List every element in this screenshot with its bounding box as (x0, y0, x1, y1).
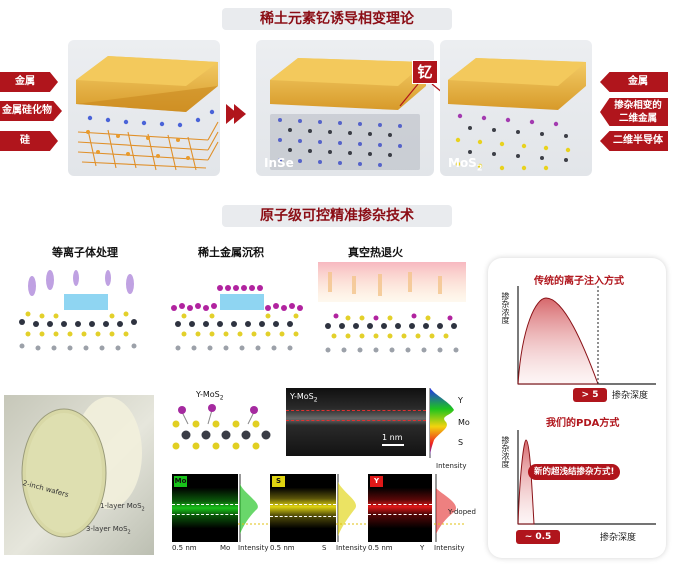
scale-bar (382, 444, 404, 446)
metal-deposition-illustration (171, 285, 303, 351)
traditional-graph-title: 传统的离子注入方式 (534, 276, 624, 287)
tag-2d-semiconductor: 二维半导体 (600, 131, 668, 151)
eds-marker-mo-top (172, 504, 238, 505)
panel-silicide (68, 40, 220, 176)
profile-label-s: S (458, 438, 464, 447)
pda-y-label: 掺杂浓度 (501, 436, 510, 468)
eds-scale-y: 0.5 nm (368, 544, 393, 552)
y-mos2-atomic-model (172, 404, 271, 450)
step-anneal-title: 真空热退火 (348, 246, 403, 259)
eds-profile-s (336, 474, 366, 542)
y-layer-marker (286, 410, 426, 411)
technique-banner: 原子级可控精准掺杂技术 (222, 205, 452, 227)
panel-inse: InSe (256, 40, 434, 176)
tag-metal-right: 金属 (600, 72, 668, 92)
arrow-right-icon (226, 104, 246, 124)
eds-profile-label-s: S (322, 544, 327, 552)
stem-intensity-axis: Intensity (436, 462, 467, 470)
theory-banner: 稀土元素钇诱导相变理论 (222, 8, 452, 30)
pda-depth-badge: ~ 0.5 nm (516, 530, 560, 556)
eds-marker-y-top (368, 504, 432, 505)
eds-badge-s: S (272, 476, 285, 487)
tag-metal-left: 金属 (0, 72, 58, 92)
pda-note-badge: 新的超浅结掺杂方式! (528, 464, 621, 480)
inse-lattice-illustration (270, 58, 426, 170)
profile-label-mo: Mo (458, 418, 470, 427)
eds-marker-y-bottom (368, 514, 432, 515)
eds-badge-mo: Mo (174, 476, 187, 487)
stem-image-label: Y-MoS2 (290, 392, 318, 404)
eds-profile-mo (238, 474, 268, 542)
stem-image: Y-MoS2 1 nm (286, 388, 426, 456)
step-deposit-title: 稀土金属沉积 (198, 246, 264, 259)
tag-phase-change-metal: 掺杂相变的 二维金属 (600, 98, 668, 126)
pda-doping-profile (517, 430, 656, 525)
panel-mos2: MoS2 (440, 40, 592, 176)
step-plasma-title: 等离子体处理 (52, 246, 118, 259)
eds-scale-s: 0.5 nm (270, 544, 295, 552)
traditional-depth-badge: > 5 nm (573, 388, 607, 414)
silicide-lattice-illustration (76, 56, 219, 171)
eds-marker-mo-bottom (172, 514, 238, 515)
one-layer-label: 1-layer MoS2 (100, 502, 145, 513)
eds-map-y: Y (368, 474, 432, 542)
vacuum-anneal-illustration (318, 262, 466, 353)
wafers-illustration (21, 397, 142, 538)
three-layer-label: 3-layer MoS2 (86, 525, 131, 536)
scale-label: 1 nm (382, 433, 403, 442)
eds-profile-label-y: Y (420, 544, 425, 552)
mos2-label: MoS2 (448, 156, 483, 173)
eds-badge-y: Y (370, 476, 383, 487)
eds-axis-y: Intensity (434, 544, 465, 552)
mos2-lattice-illustration (448, 58, 586, 171)
eds-map-s: S (270, 474, 336, 542)
pda-x-label: 掺杂深度 (600, 533, 637, 543)
traditional-y-label: 掺杂浓度 (501, 292, 510, 324)
wafer-photo: 2-inch wafers 1-layer MoS2 3-layer MoS2 (4, 395, 154, 555)
model-label: Y-MoS2 (196, 390, 224, 402)
stem-intensity-profile (429, 388, 454, 458)
traditional-doping-profile (517, 286, 656, 385)
eds-scale-mo: 0.5 nm (172, 544, 197, 552)
profile-label-y: Y (458, 396, 463, 405)
eds-profile-label-mo: Mo (220, 544, 231, 552)
eds-axis-mo: Intensity (238, 544, 269, 552)
doping-comparison-card: 传统的离子注入方式 掺杂浓度 > 5 nm 掺杂深度 我们的PDA方式 掺杂浓度… (488, 258, 666, 558)
mo-layer-marker (286, 420, 426, 421)
inse-label: InSe (264, 156, 294, 170)
plasma-treatment-illustration (19, 270, 137, 351)
y-doped-label: Y-doped (448, 508, 476, 516)
traditional-x-label: 掺杂深度 (612, 391, 649, 401)
tag-silicide: 金属硅化物 (0, 101, 62, 121)
eds-axis-s: Intensity (336, 544, 367, 552)
pda-graph-title: 我们的PDA方式 (546, 418, 620, 429)
tag-silicon: 硅 (0, 131, 58, 151)
eds-map-mo: Mo (172, 474, 238, 542)
yttrium-label: 钇 (412, 60, 438, 84)
eds-marker-s-top (270, 504, 336, 505)
eds-profile-y (434, 474, 464, 542)
eds-marker-s-bottom (270, 516, 336, 517)
